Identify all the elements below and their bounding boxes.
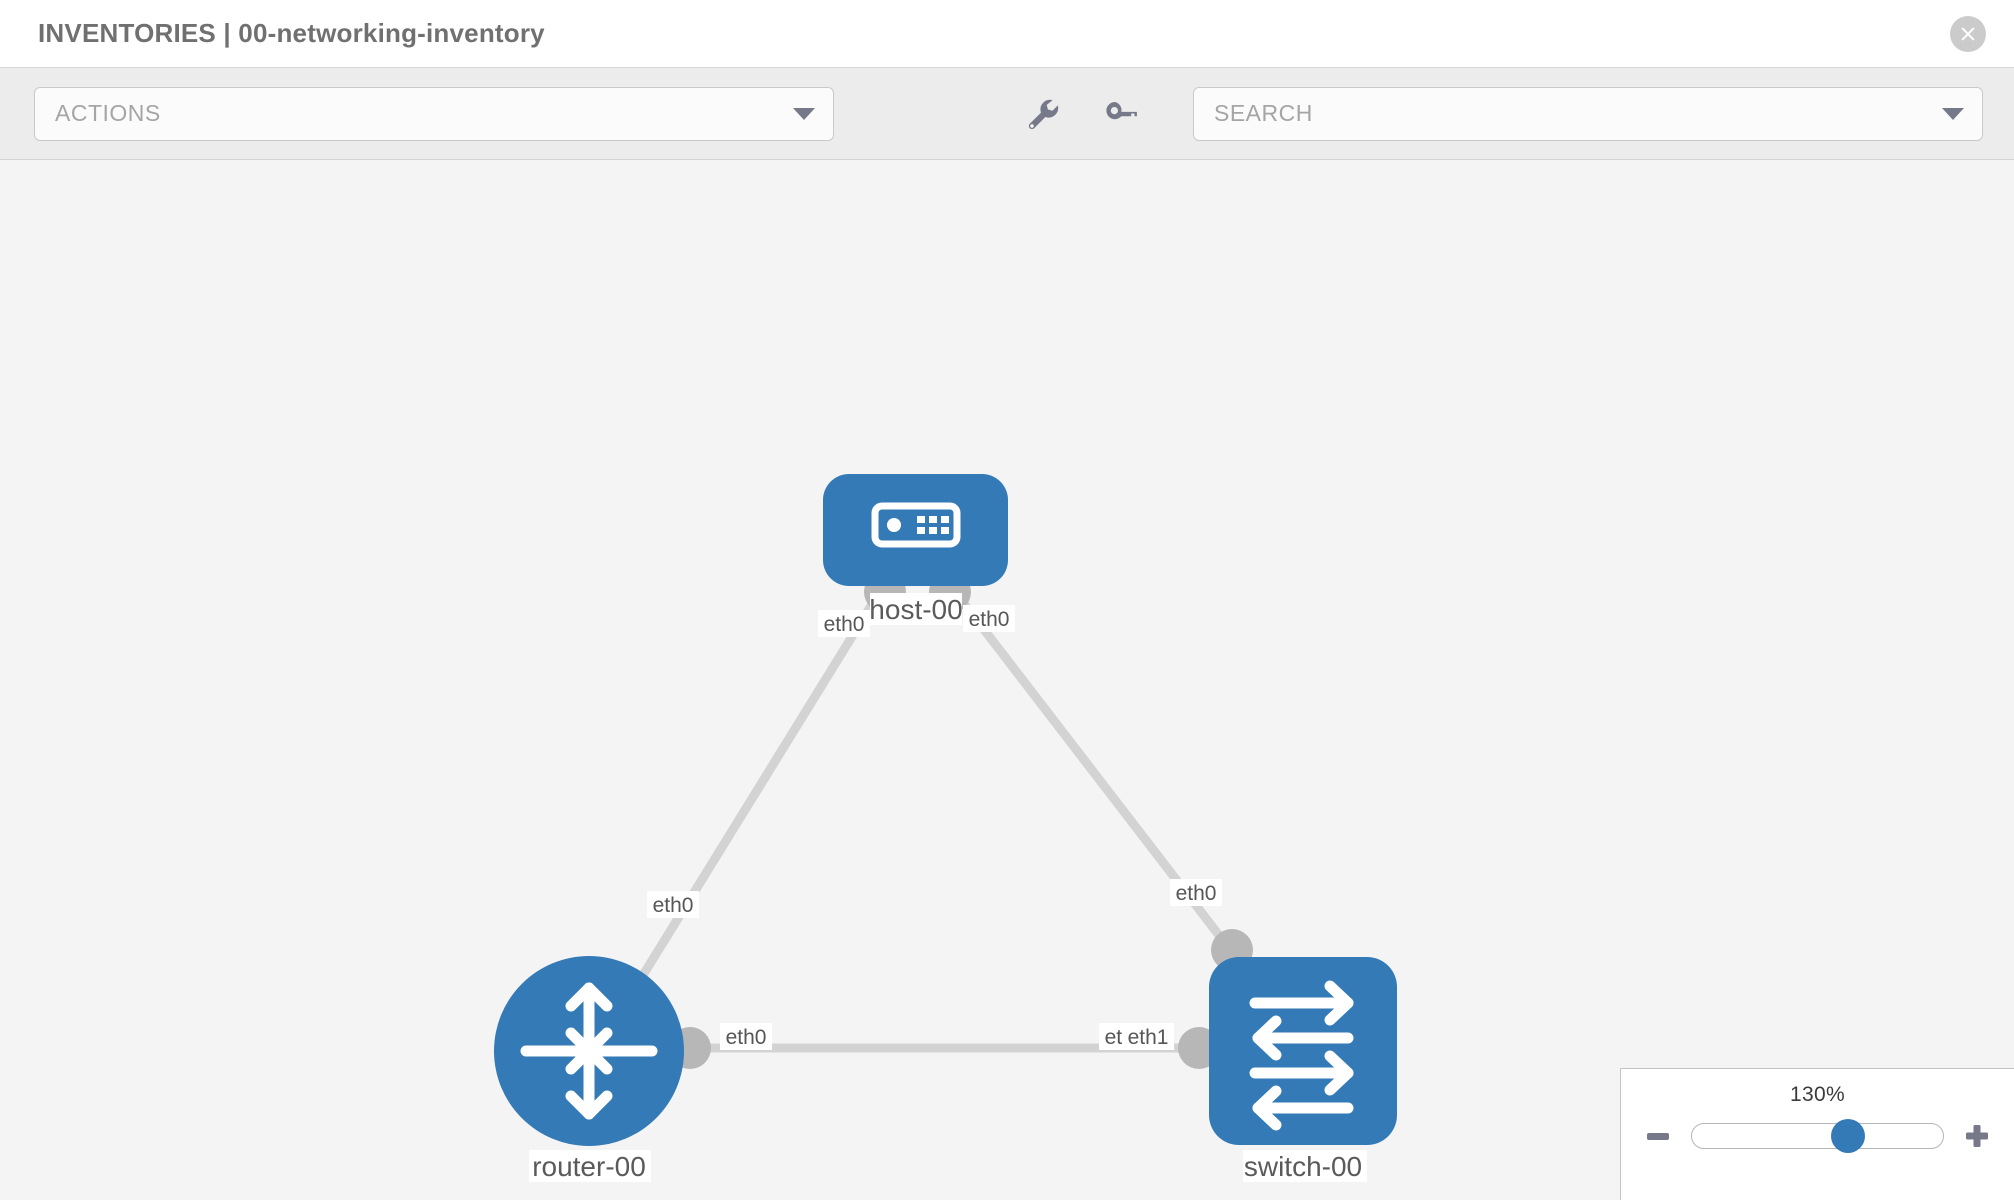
plus-icon[interactable] <box>1960 1119 1994 1153</box>
topology-graph[interactable]: eth0 eth0 eth0 eth0 eth0 <box>0 160 2014 1200</box>
zoom-slider-thumb[interactable] <box>1830 1119 1865 1153</box>
zoom-level-value: 130% <box>1790 1083 1845 1106</box>
iface-label-switch-up: eth0 <box>1170 879 1222 906</box>
iface-label-switch-left: eth1 <box>1122 1023 1174 1050</box>
iface-label-text: eth0 <box>653 894 694 917</box>
iface-label-router-up: eth0 <box>647 891 699 918</box>
node-label-text: host-00 <box>869 594 962 625</box>
chevron-down-icon <box>793 107 815 120</box>
chevron-down-icon[interactable] <box>1942 107 1964 120</box>
iface-label-router-right: eth0 <box>720 1023 772 1050</box>
actions-dropdown-label: ACTIONS <box>55 100 161 126</box>
node-label-host-00: host-00 <box>869 593 963 625</box>
toolbar-icon-group <box>1019 91 1143 137</box>
router-arrows-icon <box>520 982 658 1120</box>
node-host-00[interactable] <box>823 474 1008 586</box>
switch-arrows-icon <box>1249 980 1354 1131</box>
node-label-switch-00: switch-00 <box>1243 1150 1367 1182</box>
zoom-slider-row <box>1621 1119 2014 1153</box>
close-icon[interactable] <box>1950 15 1986 52</box>
iface-label-text: eth0 <box>726 1026 767 1049</box>
link-host-router[interactable] <box>635 583 887 985</box>
iface-label-host-left: eth0 <box>818 610 870 637</box>
node-router-00[interactable] <box>494 956 684 1146</box>
minus-icon[interactable] <box>1641 1119 1675 1153</box>
search-placeholder: SEARCH <box>1214 100 1313 126</box>
node-switch-00[interactable] <box>1209 957 1397 1145</box>
wrench-icon[interactable] <box>1019 91 1065 137</box>
node-label-text: router-00 <box>532 1151 646 1182</box>
topology-edges <box>635 583 1243 1053</box>
topology-canvas[interactable]: eth0 eth0 eth0 eth0 eth0 <box>0 160 2014 1200</box>
zoom-control-panel: 130% <box>1620 1068 2014 1200</box>
iface-label-text: eth0 <box>1176 882 1217 905</box>
server-icon <box>871 502 961 548</box>
toolbar: ACTIONS <box>0 68 2014 160</box>
page-header: INVENTORIES | 00-networking-inventory <box>0 0 2014 68</box>
interface-labels: eth0 eth0 eth0 eth0 eth0 <box>647 605 1222 1050</box>
iface-label-host-right: eth0 <box>963 605 1015 632</box>
topology-endpoints <box>669 571 1253 1069</box>
page-title: INVENTORIES | 00-networking-inventory <box>38 18 545 48</box>
key-icon[interactable] <box>1097 91 1143 137</box>
node-label-router-00: router-00 <box>529 1150 651 1182</box>
node-name-labels: host-00 router-00 switch-00 <box>529 593 1367 1182</box>
search-input[interactable]: SEARCH <box>1193 86 1983 141</box>
node-label-text: switch-00 <box>1244 1151 1362 1182</box>
iface-label-text: eth0 <box>824 613 865 636</box>
zoom-slider-track[interactable] <box>1691 1119 1944 1153</box>
iface-label-text: eth0 <box>969 608 1010 631</box>
iface-label-text: eth1 <box>1128 1026 1169 1049</box>
actions-dropdown[interactable]: ACTIONS <box>34 86 834 141</box>
